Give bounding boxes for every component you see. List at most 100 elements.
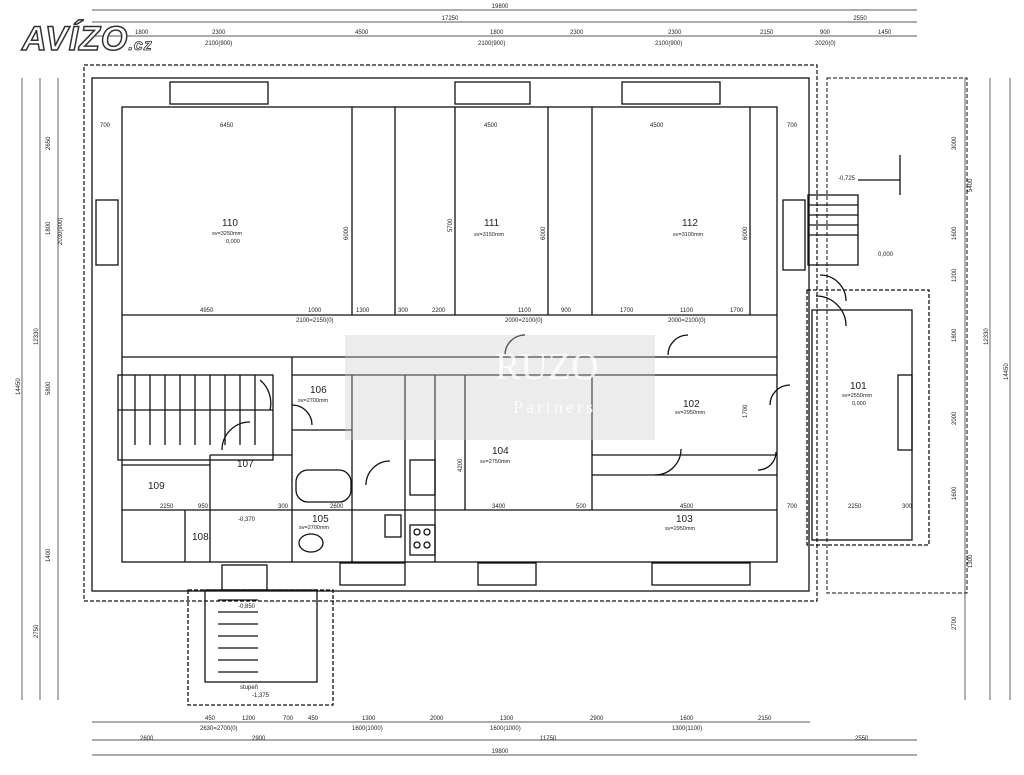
dim-top-row: 2150	[760, 30, 774, 36]
stairs-label: stupeň	[240, 685, 258, 691]
dim-left-seg: 5800	[46, 381, 52, 395]
dim-top-row: 2300	[570, 30, 584, 36]
level-mark: -0,850	[238, 604, 256, 610]
room-area: sv=2750mm	[480, 459, 511, 465]
dim-right-seg: 3000	[952, 136, 958, 150]
logo-text: AVÍZO	[21, 19, 129, 59]
dim-bot-sub: 1300(1100)	[672, 726, 702, 732]
dim-bot: 2150	[758, 716, 772, 722]
room-area: sv=3150mm	[474, 232, 505, 238]
dim-right-seg: 1300	[968, 554, 974, 568]
dim-left-seg: 1400	[46, 548, 52, 562]
dim-low: 950	[198, 504, 209, 510]
room-number: 106	[310, 385, 327, 396]
dim-bot: 450	[205, 716, 216, 722]
dim-right-inner: 12330	[984, 328, 990, 345]
dim-mid: 300	[398, 308, 409, 314]
walls	[83, 64, 968, 706]
room-level: 0,000	[852, 401, 866, 407]
dim-mid: 1300	[356, 308, 370, 314]
dim-right-outer: 14450	[1004, 363, 1010, 380]
dim-mid: 1700	[620, 308, 634, 314]
watermark: RUZO Partners	[345, 335, 655, 440]
room-number: 102	[683, 399, 700, 410]
dim-bot-sub: 1600(1000)	[352, 726, 383, 732]
dim-mid: 4950	[200, 308, 214, 314]
dim-mid: 2200	[432, 308, 446, 314]
dim-bot: 1300	[500, 716, 514, 722]
room-area: sv=3100mm	[673, 232, 704, 238]
level-mark: 0,000	[878, 252, 894, 258]
dim-right-seg: 1800	[952, 328, 958, 342]
dim-bot-grand: 19800	[492, 749, 509, 755]
level-mark: -0,370	[238, 517, 256, 523]
dim-low: 300	[278, 504, 289, 510]
room-area: sv=2550mm	[842, 393, 873, 399]
dim-bot: 700	[283, 716, 294, 722]
dim-bot-sub: 1600(1000)	[490, 726, 521, 732]
room-number: 104	[492, 446, 509, 457]
dim-top-a: 17250	[442, 16, 459, 22]
dim-mid-sub: 2100=2150(0)	[296, 318, 334, 324]
dim-low: 700	[787, 504, 798, 510]
dim-top-row: 1800	[490, 30, 504, 36]
dim-right-seg: 2700	[952, 616, 958, 630]
dim-left-seg: 2030(900)	[58, 218, 64, 245]
dim-bot: 450	[308, 716, 319, 722]
dim-vert: 5700	[448, 218, 454, 232]
dim-bot-sub: 2630=2700(0)	[200, 726, 238, 732]
dim-low: 500	[576, 504, 587, 510]
room-area: sv=3250mm	[212, 231, 243, 237]
logo-suffix: .cz	[128, 37, 153, 55]
dim-left-inner: 12330	[34, 328, 40, 345]
room-number: 110	[222, 218, 238, 229]
dim-mid: 1000	[308, 308, 322, 314]
dim-low: 4500	[680, 504, 694, 510]
dim-right-seg: 2000	[952, 411, 958, 425]
dim-top-row: 900	[820, 30, 831, 36]
level-mark: -0,725	[838, 176, 856, 182]
dim-bot: 1600	[680, 716, 694, 722]
room-number: 105	[312, 514, 329, 525]
dim-bot: 1300	[362, 716, 376, 722]
dim-left-seg: 2750	[34, 624, 40, 638]
dim-top-sub: 2020(0)	[815, 41, 836, 47]
dimension-lines	[21, 9, 1011, 756]
room-number: 112	[682, 218, 698, 229]
dim-low: 2600	[330, 504, 344, 510]
dim-room-w: 6450	[220, 123, 234, 129]
room-area: sv=2700mm	[298, 398, 329, 404]
dim-vert: 1700	[743, 404, 749, 418]
room-number: 107	[237, 459, 254, 470]
dim-mid: 900	[561, 308, 572, 314]
avizo-logo: AVÍZO.cz	[21, 19, 153, 59]
dim-top-row: 1450	[878, 30, 892, 36]
dim-mid: 1700	[730, 308, 744, 314]
dim-top-total: 19800	[492, 4, 509, 10]
dim-vert: 6000	[541, 226, 547, 240]
dim-right-seg: 1200	[952, 268, 958, 282]
dim-bot: 2000	[430, 716, 444, 722]
dim-mid-sub: 2000=2100(0)	[668, 318, 706, 324]
dim-top-sub: 2100(900)	[205, 41, 232, 47]
dim-left-outer: 14450	[16, 378, 22, 395]
room-area: sv=2950mm	[675, 410, 706, 416]
dim-right-seg: 5400	[968, 178, 974, 192]
dim-low: 3400	[492, 504, 506, 510]
dim-top-row: 2300	[668, 30, 682, 36]
dim-mid-sub: 2000=2100(0)	[505, 318, 543, 324]
dim-low: 2250	[160, 504, 174, 510]
dim-vert: 6000	[743, 226, 749, 240]
room-number: 103	[676, 514, 693, 525]
room-level: 0,000	[226, 239, 240, 245]
dim-top-sub: 2100(900)	[655, 41, 682, 47]
dim-bot-total: 11750	[540, 736, 557, 742]
room-number: 109	[148, 481, 165, 492]
room-area: sv=2950mm	[665, 526, 696, 532]
dim-bot-total: 2600	[140, 736, 154, 742]
dim-low: 300	[902, 504, 913, 510]
dim-right-seg: 1600	[952, 226, 958, 240]
dim-vert: 4200	[458, 458, 464, 472]
dim-bot: 1200	[242, 716, 256, 722]
room-labels: 110 sv=3250mm 0,000 111 sv=3150mm 112 sv…	[148, 218, 873, 543]
